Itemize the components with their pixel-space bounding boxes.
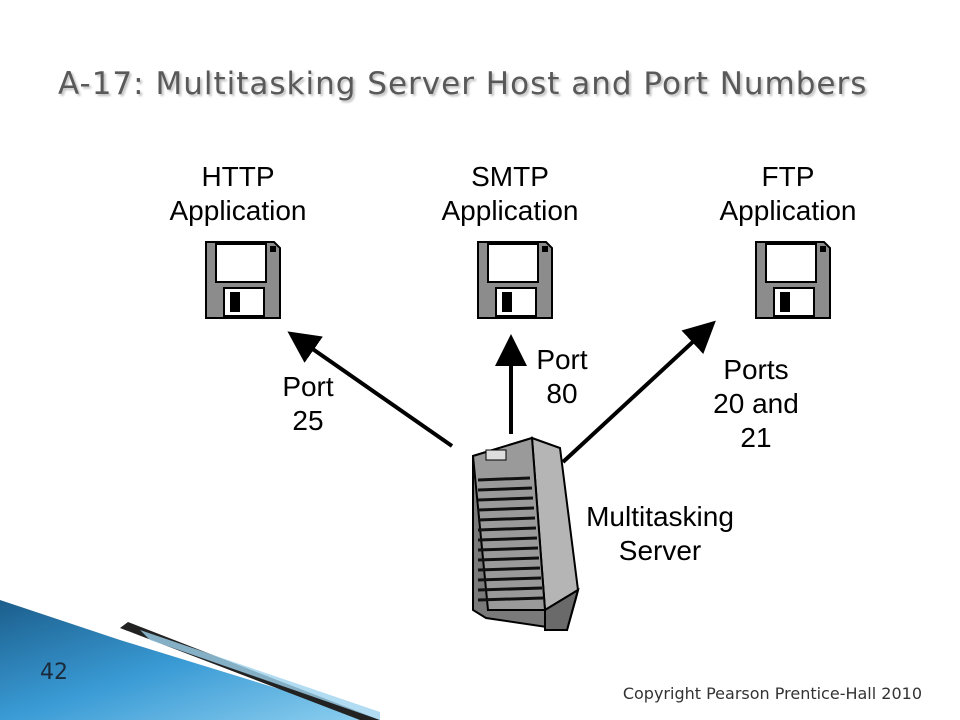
port-25-label: Port 25 <box>258 370 358 438</box>
arrow-to-http <box>287 331 454 448</box>
ftp-app-name: FTP <box>761 161 815 192</box>
port-25-line1: Port <box>282 371 334 402</box>
arrow-to-ftp <box>561 320 716 464</box>
server-label-line2: Server <box>618 535 702 566</box>
http-app-type: Application <box>169 195 307 226</box>
http-app-name: HTTP <box>201 161 275 192</box>
ports-20-21-line1: Ports <box>723 354 789 385</box>
port-80-line1: Port <box>536 344 588 375</box>
page-number: 42 <box>40 660 68 685</box>
ports-20-21-line2: 20 and <box>713 388 799 419</box>
slide-title: A-17: Multitasking Server Host and Port … <box>58 66 868 102</box>
port-25-line2: 25 <box>292 405 324 436</box>
smtp-app-label: SMTP Application <box>410 160 610 228</box>
blue-wedge <box>0 600 380 720</box>
ftp-app-type: Application <box>719 195 857 226</box>
server-label: Multitasking Server <box>570 500 750 568</box>
port-80-label: Port 80 <box>512 343 612 411</box>
ftp-app-label: FTP Application <box>688 160 888 228</box>
http-app-label: HTTP Application <box>138 160 338 228</box>
smtp-app-type: Application <box>441 195 579 226</box>
ftp-floppy-disk-icon <box>755 241 831 319</box>
smtp-floppy-disk-icon <box>477 241 553 319</box>
ports-20-21-label: Ports 20 and 21 <box>696 353 816 455</box>
port-80-line2: 80 <box>546 378 578 409</box>
light-stripe <box>140 630 380 720</box>
http-floppy-disk-icon <box>205 241 281 319</box>
copyright-text: Copyright Pearson Prentice-Hall 2010 <box>622 684 922 703</box>
server-label-line1: Multitasking <box>586 501 734 532</box>
ports-20-21-line3: 21 <box>740 422 772 453</box>
smtp-app-name: SMTP <box>471 161 549 192</box>
